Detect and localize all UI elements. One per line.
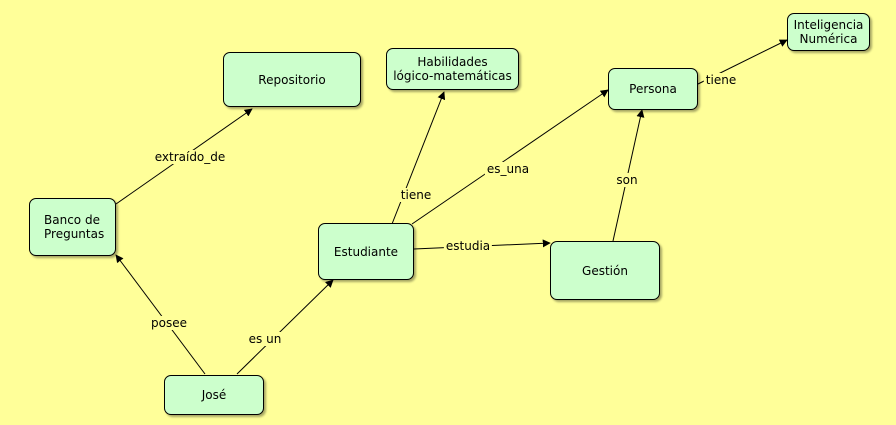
node-habilidades-label: Habilidades lógico-matemáticas [393, 55, 512, 83]
edge-label-estudia: estudia [443, 239, 493, 253]
node-repositorio[interactable]: Repositorio [223, 52, 361, 107]
edge-label-es-una: es_una [484, 162, 532, 176]
edge-label-tiene-inteligencia: tiene [703, 73, 739, 87]
node-banco-de-preguntas[interactable]: Banco de Preguntas [29, 198, 116, 256]
node-inteligencia-label: Inteligencia Numérica [793, 18, 864, 46]
edge-label-son: son [614, 173, 640, 187]
edge-es-un [236, 279, 334, 375]
node-habilidades[interactable]: Habilidades lógico-matemáticas [386, 48, 519, 90]
node-persona-label: Persona [629, 82, 677, 96]
node-persona[interactable]: Persona [608, 68, 698, 110]
node-repositorio-label: Repositorio [258, 72, 326, 87]
node-estudiante[interactable]: Estudiante [318, 223, 414, 280]
edge-label-posee: posee [149, 316, 189, 330]
node-inteligencia[interactable]: Inteligencia Numérica [787, 13, 870, 51]
edge-posee [115, 254, 206, 375]
edge-es-una [411, 89, 609, 225]
node-jose[interactable]: José [164, 375, 264, 415]
node-gestion[interactable]: Gestión [550, 241, 660, 300]
edge-tiene-habilidades [391, 91, 446, 225]
edge-label-tiene-habilidades: tiene [398, 188, 434, 202]
node-banco-label: Banco de Preguntas [44, 213, 105, 241]
node-jose-label: José [201, 388, 227, 402]
node-estudiante-label: Estudiante [333, 244, 399, 259]
edge-label-es-un: es un [246, 332, 284, 346]
edge-label-extraido-de: extraído_de [152, 150, 228, 164]
node-gestion-label: Gestión [582, 263, 628, 278]
